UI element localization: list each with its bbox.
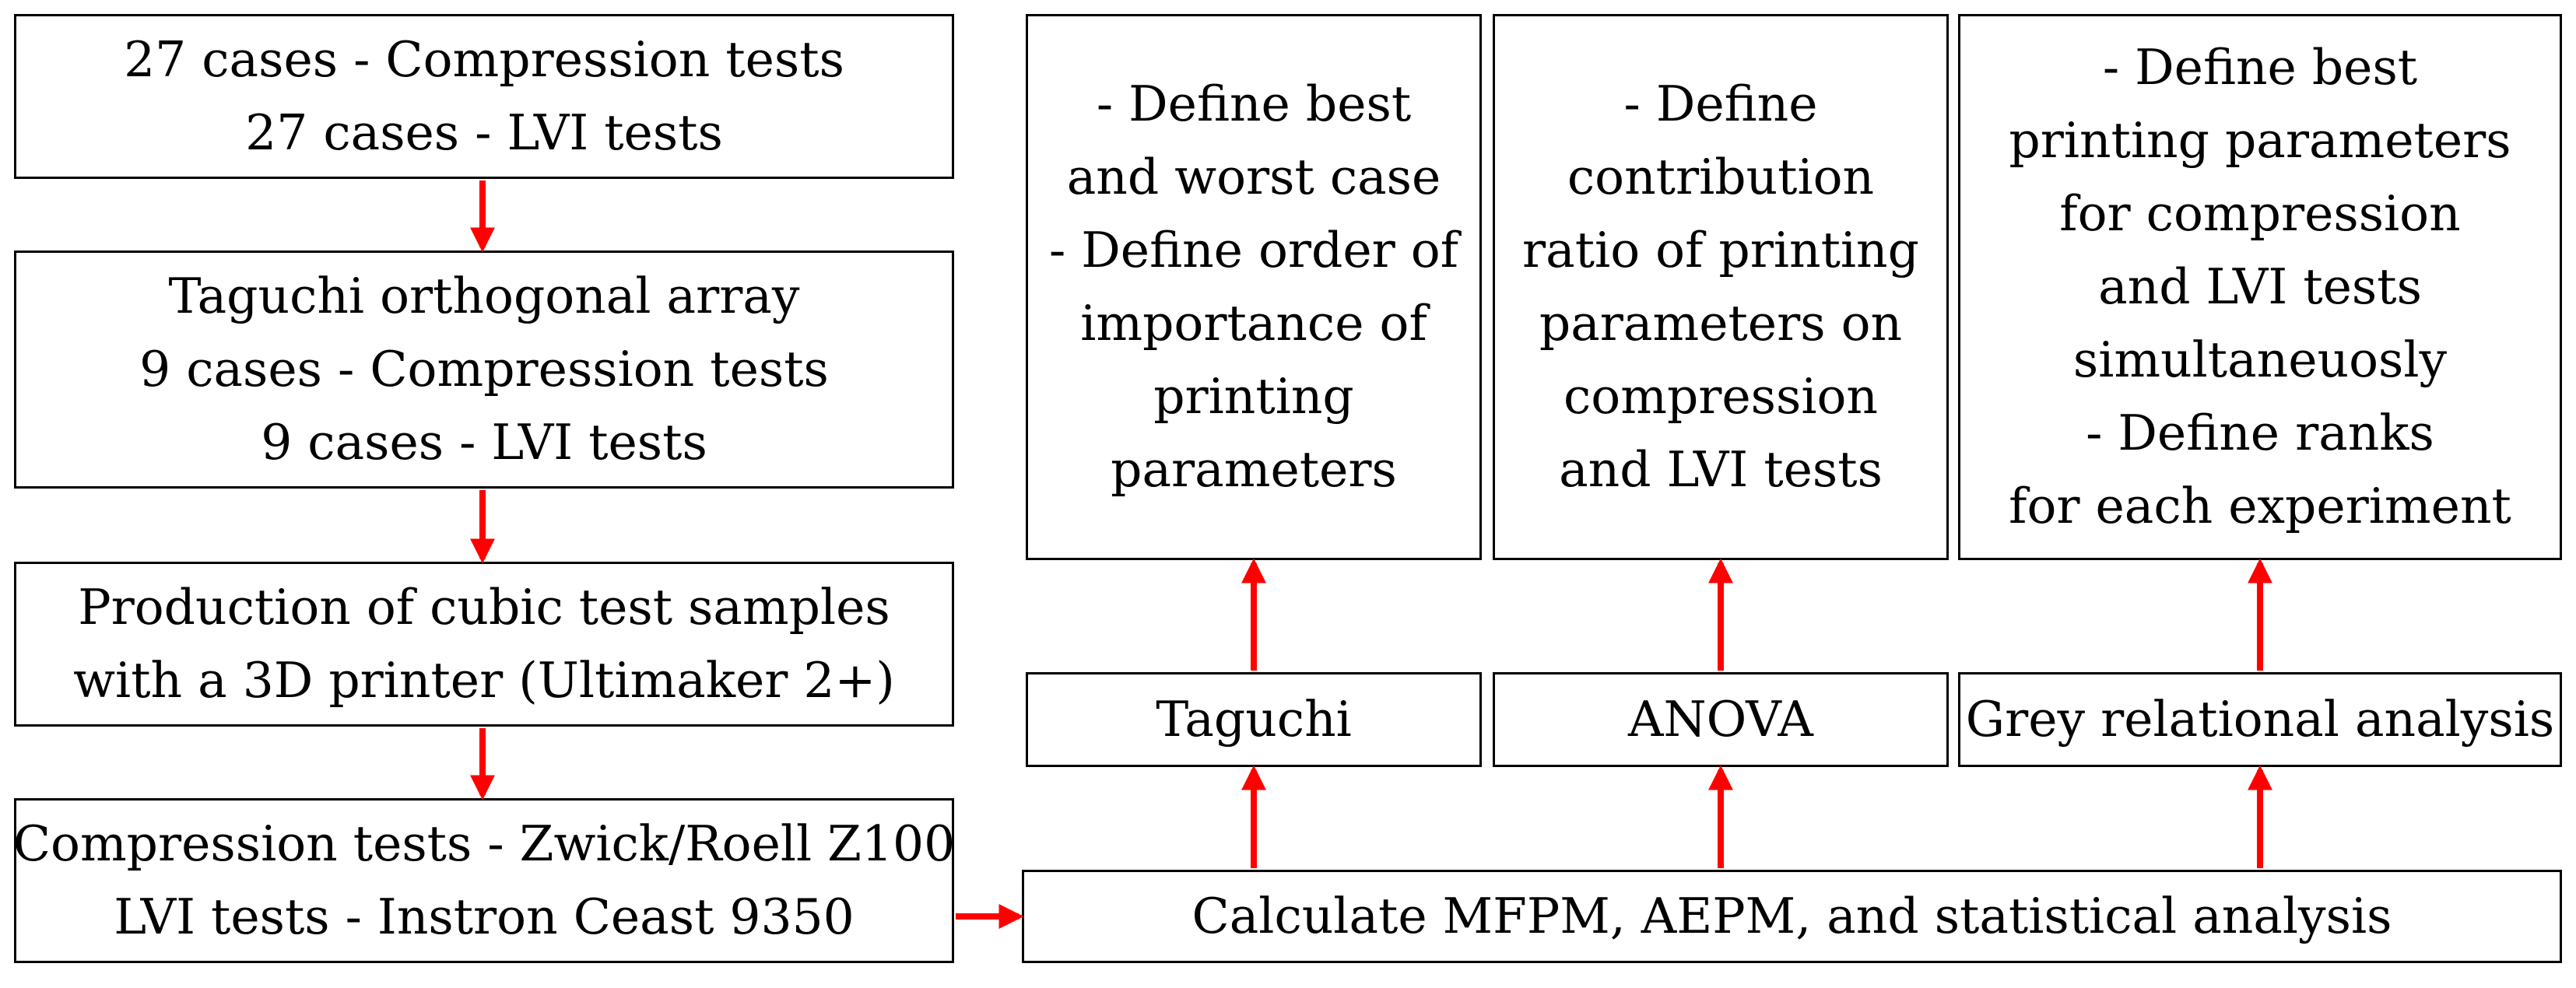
box-production-line-2: with a 3D printer (Ultimaker 2+) [73,652,895,709]
box-method-grey-relational: Grey relational analysis [1958,672,2562,767]
box-production: Production of cubic test samples with a … [14,562,954,727]
outcome-grey-line-2: printing parameters [2009,112,2511,169]
outcome-anova-line-4: parameters on [1539,295,1903,352]
box-calculate-line-1: Calculate MFPM, AEPM, and statistical an… [1191,888,2392,944]
outcome-grey-line-6: - Define ranks [2086,405,2434,461]
outcome-grey-line-4: and LVI tests [2098,258,2422,315]
box-taguchi-array: Taguchi orthogonal array 9 cases - Compr… [14,251,954,489]
outcome-taguchi-line-5: printing [1153,368,1354,425]
box-testing-machines-line-2: LVI tests - Instron Ceast 9350 [114,888,855,945]
outcome-anova-line-5: compression [1563,368,1878,425]
box-taguchi-array-line-3: 9 cases - LVI tests [261,414,707,471]
box-test-cases: 27 cases - Compression tests 27 cases - … [14,14,954,179]
box-taguchi-array-line-1: Taguchi orthogonal array [168,268,800,324]
method-grey-label: Grey relational analysis [1965,691,2555,748]
box-taguchi-array-line-2: 9 cases - Compression tests [139,341,829,398]
box-method-anova: ANOVA [1493,672,1949,767]
method-taguchi-label: Taguchi [1156,691,1352,748]
outcome-taguchi-line-1: - Define best [1096,75,1412,132]
outcome-anova-line-2: contribution [1567,149,1875,205]
outcome-taguchi-line-2: and worst case [1066,149,1441,205]
box-production-line-1: Production of cubic test samples [78,579,890,636]
box-testing-machines: Compression tests - Zwick/Roell Z100 LVI… [12,798,956,963]
box-testing-machines-line-1: Compression tests - Zwick/Roell Z100 [12,815,956,872]
outcome-grey-line-3: for compression [2059,185,2461,242]
box-method-taguchi: Taguchi [1026,672,1482,767]
outcome-grey-line-7: for each experiment [2009,478,2511,534]
outcome-taguchi-line-3: - Define order of [1048,222,1459,279]
outcome-anova-line-3: ratio of printing [1522,222,1919,279]
box-calculate: Calculate MFPM, AEPM, and statistical an… [1022,870,2562,963]
outcome-anova-line-1: - Define [1623,75,1818,132]
box-test-cases-line-2: 27 cases - LVI tests [245,104,723,161]
method-anova-label: ANOVA [1628,691,1813,748]
outcome-taguchi-line-4: importance of [1080,295,1427,352]
box-outcome-grey-relational: - Define best printing parameters for co… [1958,14,2562,560]
outcome-taguchi-line-6: parameters [1111,441,1397,498]
outcome-anova-line-6: and LVI tests [1559,441,1883,498]
box-test-cases-line-1: 27 cases - Compression tests [124,31,844,88]
outcome-grey-line-1: - Define best [2102,39,2418,96]
box-outcome-anova: - Define contribution ratio of printing … [1493,14,1949,560]
outcome-grey-line-5: simultaneuosly [2072,331,2448,388]
box-outcome-taguchi: - Define best and worst case - Define or… [1026,14,1482,560]
